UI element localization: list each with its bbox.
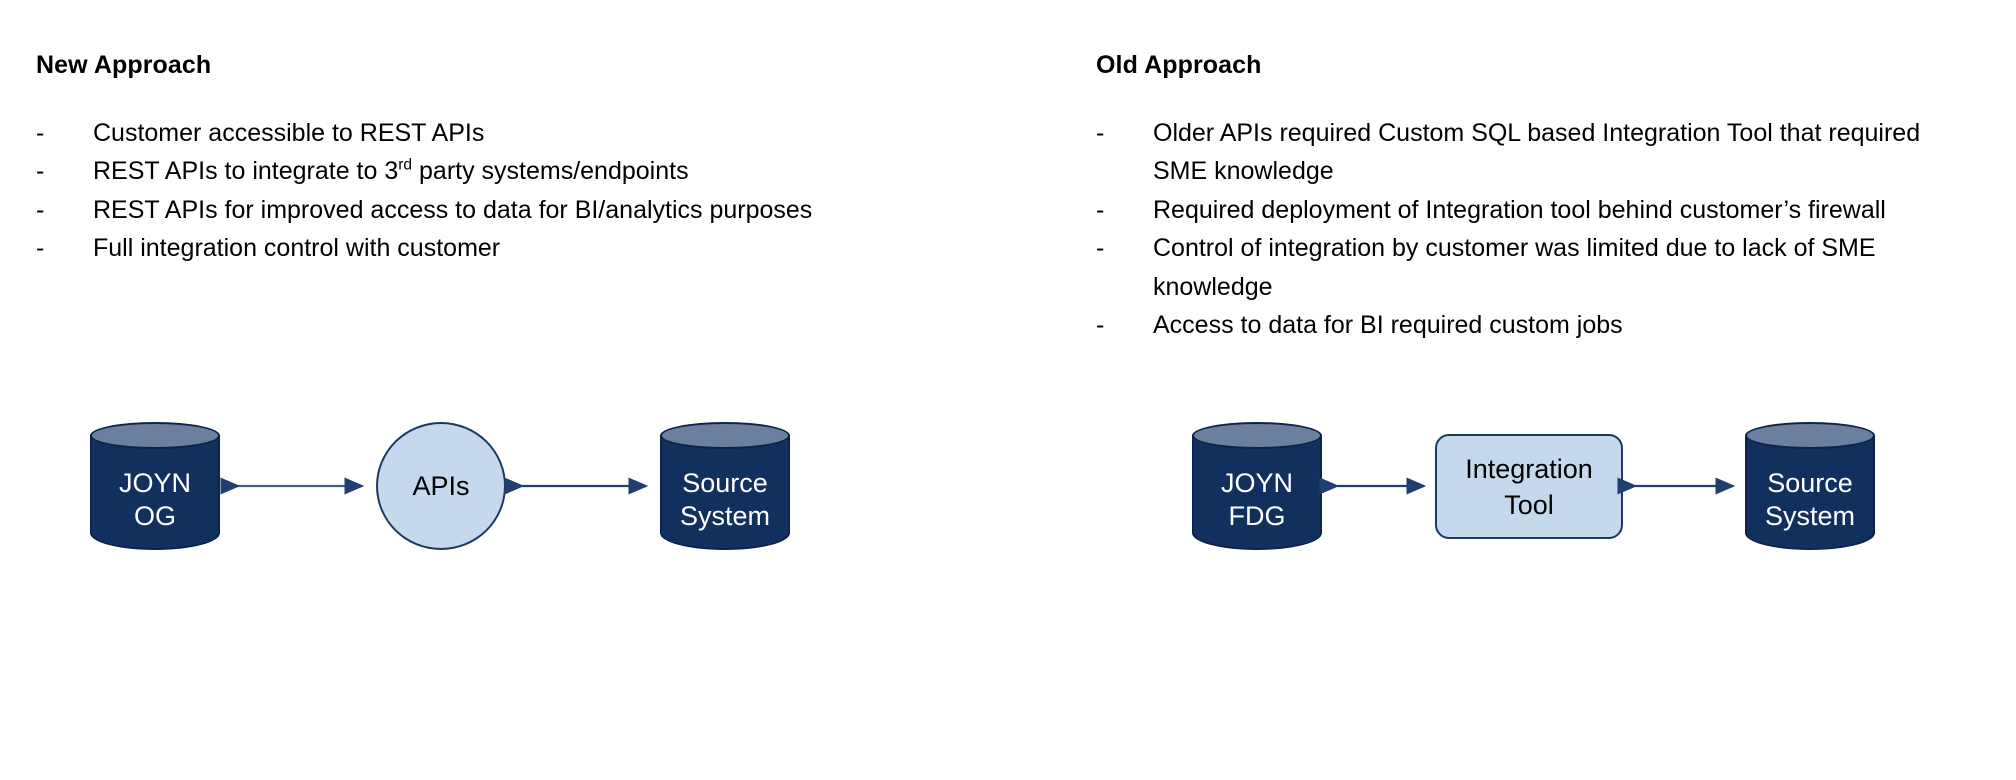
list-item: - Access to data for BI required custom … — [1096, 306, 1956, 345]
old-approach-bullet-list: - Older APIs required Custom SQL based I… — [1096, 114, 1956, 345]
node-label-line1: Integration — [1465, 453, 1593, 484]
cylinder-top-ellipse — [90, 422, 220, 449]
bullet-dash: - — [36, 234, 45, 262]
bullet-text-post: party systems/endpoints — [412, 157, 689, 185]
cylinder-body — [660, 435, 790, 550]
node-label-line2: Tool — [1504, 489, 1554, 520]
new-approach-title: New Approach — [36, 51, 212, 79]
connector-joyn-fdg-to-integration-tool — [1319, 477, 1427, 495]
list-item: - Full integration control with customer — [36, 229, 836, 268]
bullet-dash: - — [1096, 234, 1105, 262]
connector-integration-tool-to-source-system — [1617, 477, 1736, 495]
bullet-text: Required deployment of Integration tool … — [1153, 195, 1886, 224]
bullet-dash: - — [1096, 195, 1105, 224]
bullet-text: Customer accessible to REST APIs — [93, 118, 485, 147]
node-integration-tool[interactable]: Integration Tool — [1435, 434, 1623, 539]
new-approach-bullet-list: - Customer accessible to REST APIs - RES… — [36, 114, 836, 268]
new-approach-diagram: JOYN OG APIs Source — [0, 410, 900, 590]
bullet-text: Access to data for BI required custom jo… — [1153, 311, 1623, 339]
list-item: - Required deployment of Integration too… — [1096, 191, 1956, 230]
cylinder-body — [1745, 435, 1875, 550]
node-source-system-new[interactable]: Source System — [660, 422, 790, 550]
cylinder-top-ellipse — [1192, 422, 1322, 449]
bullet-text: Full integration control with customer — [93, 234, 501, 262]
bullet-text-pre: REST APIs to integrate to 3 — [93, 157, 399, 185]
node-apis[interactable]: APIs — [376, 422, 506, 550]
connector-joyn-og-to-apis — [220, 477, 365, 495]
ordinal-suffix: rd — [398, 156, 413, 174]
bullet-dash: - — [36, 157, 45, 185]
cylinder-top-ellipse — [1745, 422, 1875, 449]
list-item: - Control of integration by customer was… — [1096, 229, 1956, 306]
bullet-text: Older APIs required Custom SQL based Int… — [1153, 118, 1921, 186]
bullet-dash: - — [36, 195, 45, 224]
cylinder-body — [1192, 435, 1322, 550]
list-item: - REST APIs to integrate to 3rd party sy… — [36, 152, 836, 191]
bullet-dash: - — [1096, 118, 1105, 147]
list-item: - REST APIs for improved access to data … — [36, 191, 836, 230]
node-joyn-og[interactable]: JOYN OG — [90, 422, 220, 550]
cylinder-top-ellipse — [660, 422, 790, 449]
bullet-text: Control of integration by customer was l… — [1153, 234, 1876, 301]
connector-apis-to-source-system — [504, 477, 649, 495]
cylinder-body — [90, 435, 220, 550]
list-item: - Older APIs required Custom SQL based I… — [1096, 114, 1956, 191]
list-item: - Customer accessible to REST APIs — [36, 114, 836, 153]
node-label-apis: APIs — [412, 470, 470, 501]
node-source-system-old[interactable]: Source System — [1745, 422, 1875, 550]
old-approach-diagram: JOYN FDG Integration Tool Source System — [900, 410, 2016, 590]
old-approach-title: Old Approach — [1096, 51, 1262, 79]
bullet-dash: - — [1096, 311, 1105, 339]
old-approach-column: Old Approach - Older APIs required Custo… — [1096, 51, 1956, 345]
node-joyn-fdg[interactable]: JOYN FDG — [1192, 422, 1322, 550]
new-approach-column: New Approach - Customer accessible to RE… — [36, 51, 836, 268]
bullet-text: REST APIs for improved access to data fo… — [93, 195, 813, 224]
bullet-dash: - — [36, 118, 45, 147]
